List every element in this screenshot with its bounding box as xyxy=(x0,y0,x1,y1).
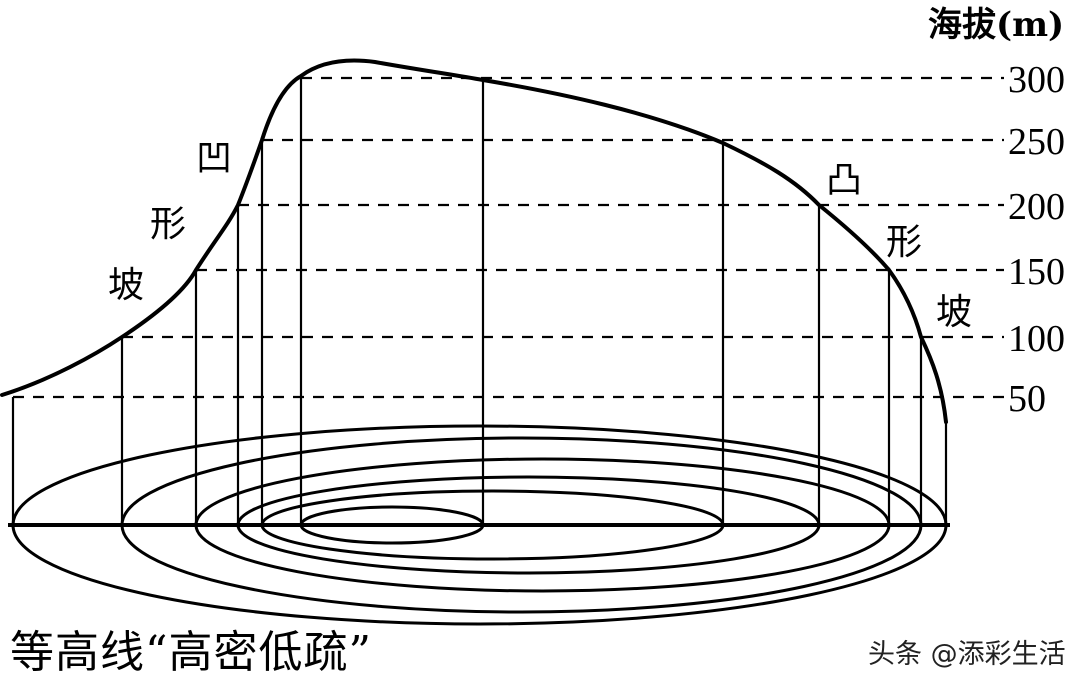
tick-label-300: 300 xyxy=(1008,59,1065,101)
convex-char-2: 形 xyxy=(886,222,922,263)
convex-char-1: 凸 xyxy=(826,160,862,201)
elevation-tick-labels: 300 250 200 150 100 50 xyxy=(1008,59,1065,420)
tick-label-100: 100 xyxy=(1008,318,1065,360)
tick-label-250: 250 xyxy=(1008,121,1065,163)
tick-label-50: 50 xyxy=(1008,378,1046,420)
elevation-axis-title: 海拔(m) xyxy=(928,5,1064,45)
concave-slope-label: 凹 形 坡 xyxy=(108,138,232,306)
tick-label-200: 200 xyxy=(1008,186,1065,228)
concave-char-2: 形 xyxy=(150,204,186,245)
concave-char-1: 凹 xyxy=(196,138,232,179)
concave-char-3: 坡 xyxy=(108,265,144,306)
tick-label-150: 150 xyxy=(1008,251,1065,293)
watermark: 头条 @添彩生活 xyxy=(868,639,1066,670)
convex-char-3: 坡 xyxy=(936,292,972,333)
projection-lines xyxy=(11,78,948,525)
terrain-profile-curve xyxy=(0,58,948,424)
convex-slope-label: 凸 形 坡 xyxy=(826,160,972,333)
diagram-caption: 等高线“高密低疏” xyxy=(10,627,372,678)
elevation-guide-lines xyxy=(13,76,1004,399)
